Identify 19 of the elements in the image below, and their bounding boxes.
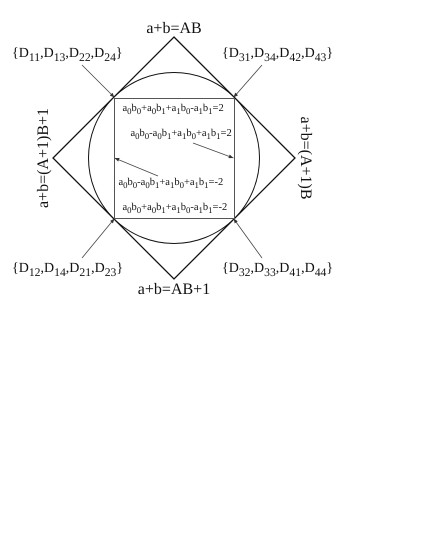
leader-line bbox=[233, 218, 262, 258]
side-label: a+b=(A+1)B+1 bbox=[35, 108, 53, 208]
set-label: {D$_{11}$,D$_{13}$,D$_{22}$,D$_{24}$} bbox=[12, 46, 123, 66]
equation-text: a$_{0}$b$_{0}$+a$_{0}$b$_{1}$+a$_{1}$b$_{0}$-a$_{1}$b$_{1}$=2 bbox=[122, 102, 224, 117]
leader-line bbox=[82, 218, 115, 258]
arrow bbox=[192, 142, 234, 158]
set-label: {D$_{32}$,D$_{33}$,D$_{41}$,D$_{44}$} bbox=[222, 261, 334, 281]
equation-text: a$_{0}$b$_{0}$-a$_{0}$b$_{1}$+a$_{1}$b$_{0}$+a$_{1}$b$_{1}$=-2 bbox=[118, 176, 224, 191]
leader-line bbox=[233, 64, 262, 98]
side-label: a+b=AB+1 bbox=[138, 281, 210, 299]
side-label: a+b=AB bbox=[146, 20, 202, 38]
set-label: {D$_{31}$,D$_{34}$,D$_{42}$,D$_{43}$} bbox=[222, 46, 334, 66]
side-label: a+b=(A+1)B bbox=[296, 116, 314, 200]
equation-text: a$_{0}$b$_{0}$-a$_{0}$b$_{1}$+a$_{1}$b$_{0}$+a$_{1}$b$_{1}$=2 bbox=[130, 128, 232, 142]
set-label: {D$_{12}$,D$_{14}$,D$_{21}$,D$_{23}$} bbox=[12, 261, 124, 281]
leader-line bbox=[82, 64, 115, 98]
equation-text: a$_{0}$b$_{0}$+a$_{0}$b$_{1}$+a$_{1}$b$_{0}$-a$_{1}$b$_{1}$=-2 bbox=[122, 202, 228, 216]
square-box bbox=[114, 98, 234, 218]
arrow bbox=[114, 158, 158, 176]
